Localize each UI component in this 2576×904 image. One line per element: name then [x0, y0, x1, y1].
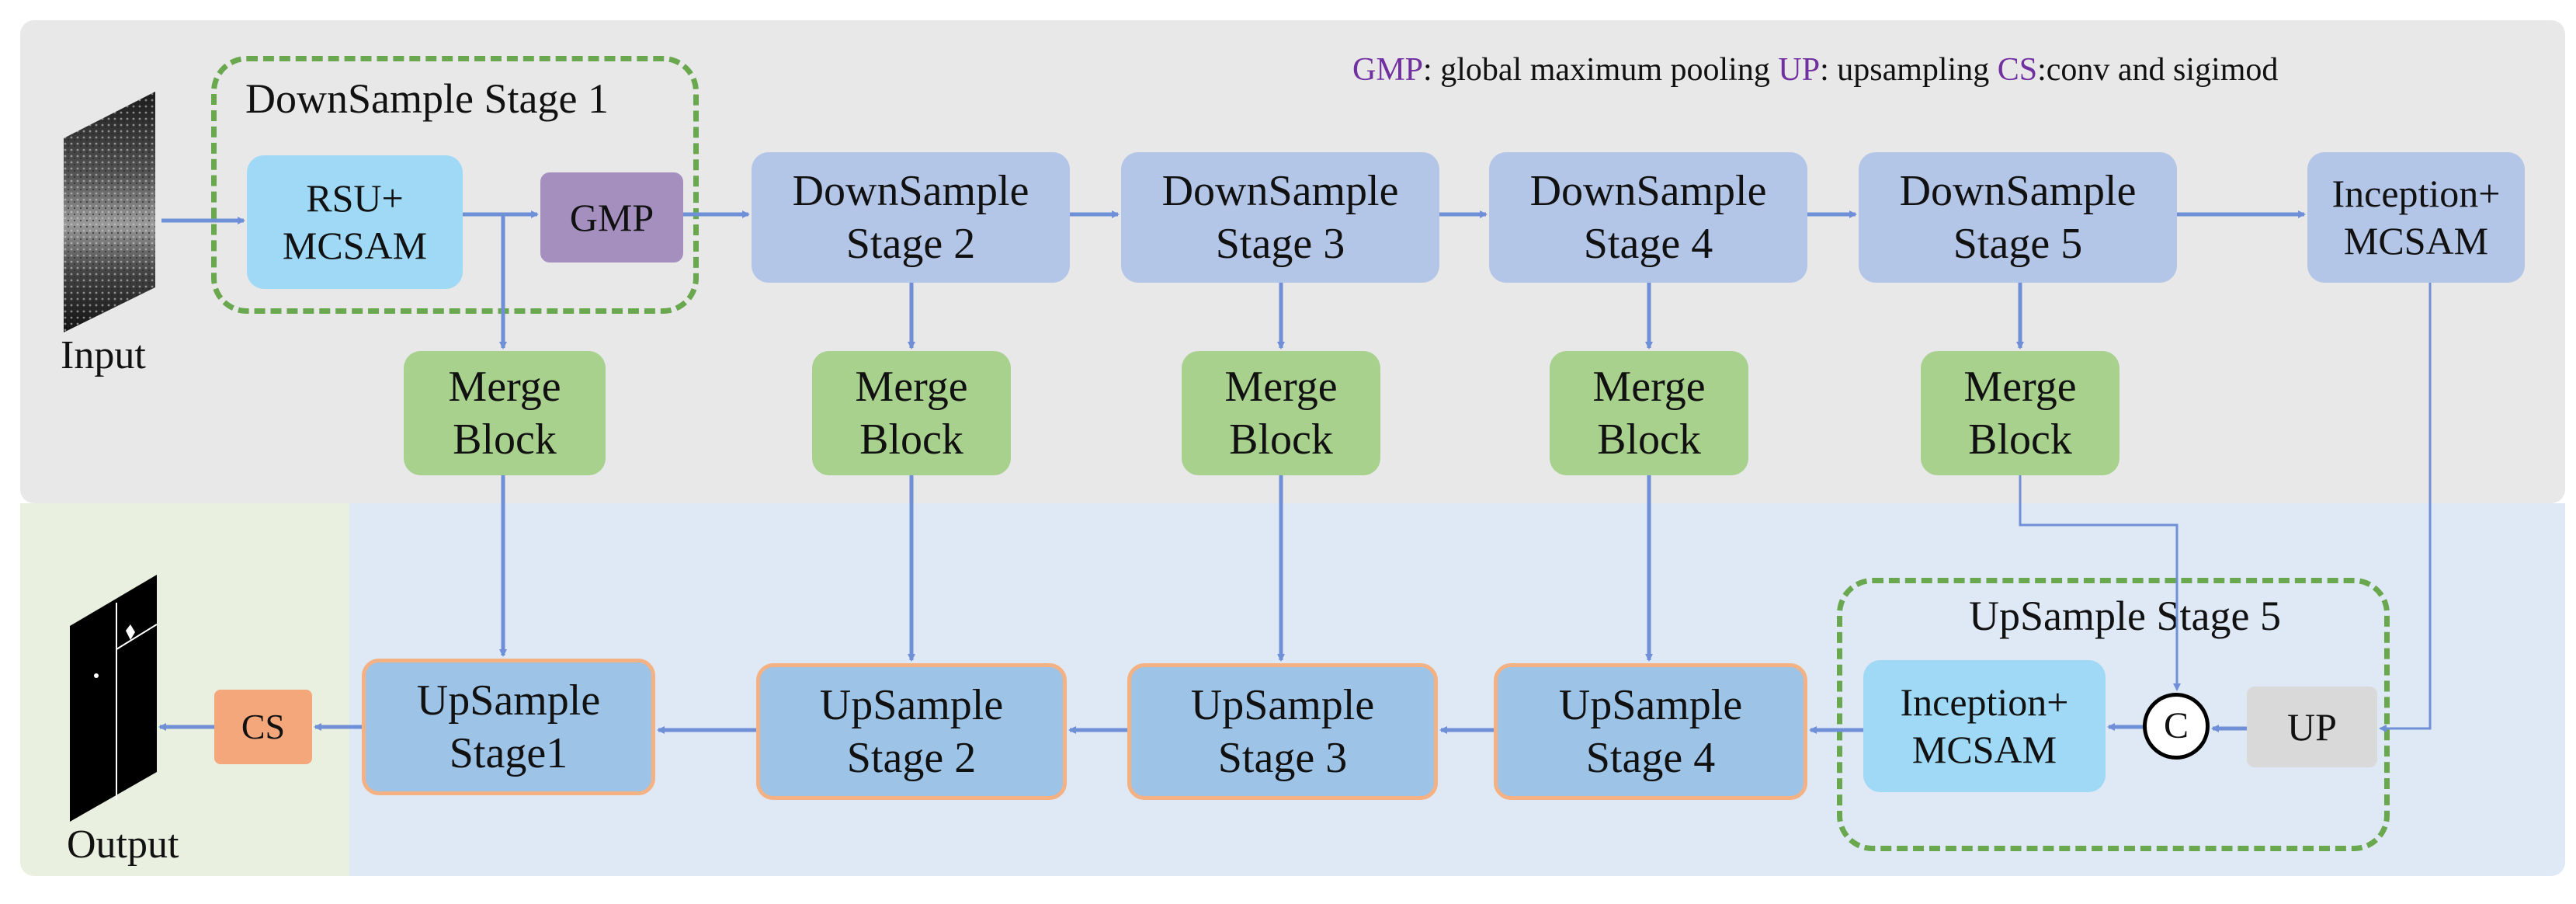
downsample-stage4-line1: DownSample [1529, 166, 1767, 215]
upsample-stage2-line2: Stage 2 [846, 734, 977, 782]
upsample-stage3-line2: Stage 3 [1217, 734, 1348, 782]
upsample-stage1-line1: UpSample [416, 676, 601, 725]
upsample-stage2: UpSample Stage 2 [756, 663, 1067, 800]
merge-line1: Merge [448, 362, 561, 411]
downsample-stage1-group [211, 56, 699, 314]
concat-label: C [2163, 704, 2189, 746]
input-image [64, 92, 155, 332]
legend-gmp-abbr: GMP [1352, 52, 1424, 88]
merge-line2: Block [1229, 415, 1333, 464]
upsample-stage4-line2: Stage 4 [1585, 734, 1716, 782]
legend: GMP: global maximum pooling UP: upsampli… [1352, 51, 2278, 89]
downsample-stage5-line1: DownSample [1899, 166, 2137, 215]
gmp-block: GMP [540, 172, 683, 263]
downsample-stage3-line1: DownSample [1161, 166, 1399, 215]
upsample-stage5-group [1837, 578, 2390, 851]
concat-node: C [2143, 693, 2210, 760]
cs-block: CS [214, 690, 312, 764]
inception-mcsam-stage5: Inception+ MCSAM [1863, 660, 2106, 792]
upsample-stage4: UpSample Stage 4 [1494, 663, 1807, 800]
decoder-panel [349, 503, 2565, 876]
upsample-stage4-line1: UpSample [1558, 680, 1743, 729]
merge-line1: Merge [1224, 362, 1338, 411]
downsample-stage5-line2: Stage 5 [1953, 220, 2083, 268]
merge-block-3: Merge Block [1182, 351, 1380, 475]
downsample-stage2: DownSample Stage 2 [752, 152, 1070, 283]
arrow-merge5-concat [2019, 475, 2181, 691]
inception-top-line2: MCSAM [2343, 219, 2489, 263]
downsample-stage3-line2: Stage 3 [1215, 220, 1345, 268]
rsu-mcsam-block: RSU+ MCSAM [247, 155, 463, 289]
output-image [70, 575, 158, 822]
up-op-block: UP [2247, 687, 2377, 767]
cs-label: CS [241, 706, 286, 746]
merge-block-2: Merge Block [812, 351, 1011, 475]
merge-line2: Block [453, 415, 557, 464]
legend-cs-abbr: CS [1997, 52, 2038, 88]
downsample-stage2-line1: DownSample [792, 166, 1029, 215]
merge-line1: Merge [1963, 362, 2077, 411]
rsu-line2: MCSAM [282, 224, 428, 267]
up-op-label: UP [2287, 704, 2337, 749]
merge-line1: Merge [1592, 362, 1706, 411]
inception-top-line1: Inception+ [2331, 172, 2501, 215]
legend-gmp-text: : global maximum pooling [1423, 52, 1779, 88]
downsample-stage1-title: DownSample Stage 1 [245, 75, 609, 122]
upsample-stage1-line2: Stage1 [449, 729, 568, 777]
downsample-stage2-line2: Stage 2 [845, 220, 976, 268]
merge-line1: Merge [855, 362, 968, 411]
legend-up-text: : upsampling [1820, 52, 1998, 88]
output-label: Output [67, 822, 179, 867]
downsample-stage3: DownSample Stage 3 [1121, 152, 1439, 283]
upsample-stage3: UpSample Stage 3 [1127, 663, 1438, 800]
upsample-stage1: UpSample Stage1 [362, 659, 655, 795]
inception-mcsam-top: Inception+ MCSAM [2307, 152, 2525, 283]
inception-stage5-line2: MCSAM [1911, 728, 2057, 771]
upsample-stage2-line1: UpSample [819, 680, 1004, 729]
inception-stage5-line1: Inception+ [1900, 680, 2069, 724]
downsample-stage4-line2: Stage 4 [1583, 220, 1713, 268]
merge-line2: Block [859, 415, 963, 464]
merge-line2: Block [1597, 415, 1701, 464]
upsample-stage3-line1: UpSample [1190, 680, 1375, 729]
legend-up-abbr: UP [1778, 52, 1821, 88]
merge-block-5: Merge Block [1921, 351, 2119, 475]
legend-cs-text: :conv and sigimod [2037, 52, 2279, 88]
merge-block-1: Merge Block [404, 351, 606, 475]
upsample-stage5-title: UpSample Stage 5 [1969, 593, 2281, 639]
downsample-stage4: DownSample Stage 4 [1489, 152, 1807, 283]
arrow-inception-up [2379, 283, 2432, 732]
input-label: Input [61, 333, 146, 377]
merge-block-4: Merge Block [1550, 351, 1748, 475]
downsample-stage5: DownSample Stage 5 [1859, 152, 2177, 283]
merge-line2: Block [1968, 415, 2072, 464]
rsu-line1: RSU+ [306, 176, 404, 220]
gmp-label: GMP [569, 195, 654, 239]
